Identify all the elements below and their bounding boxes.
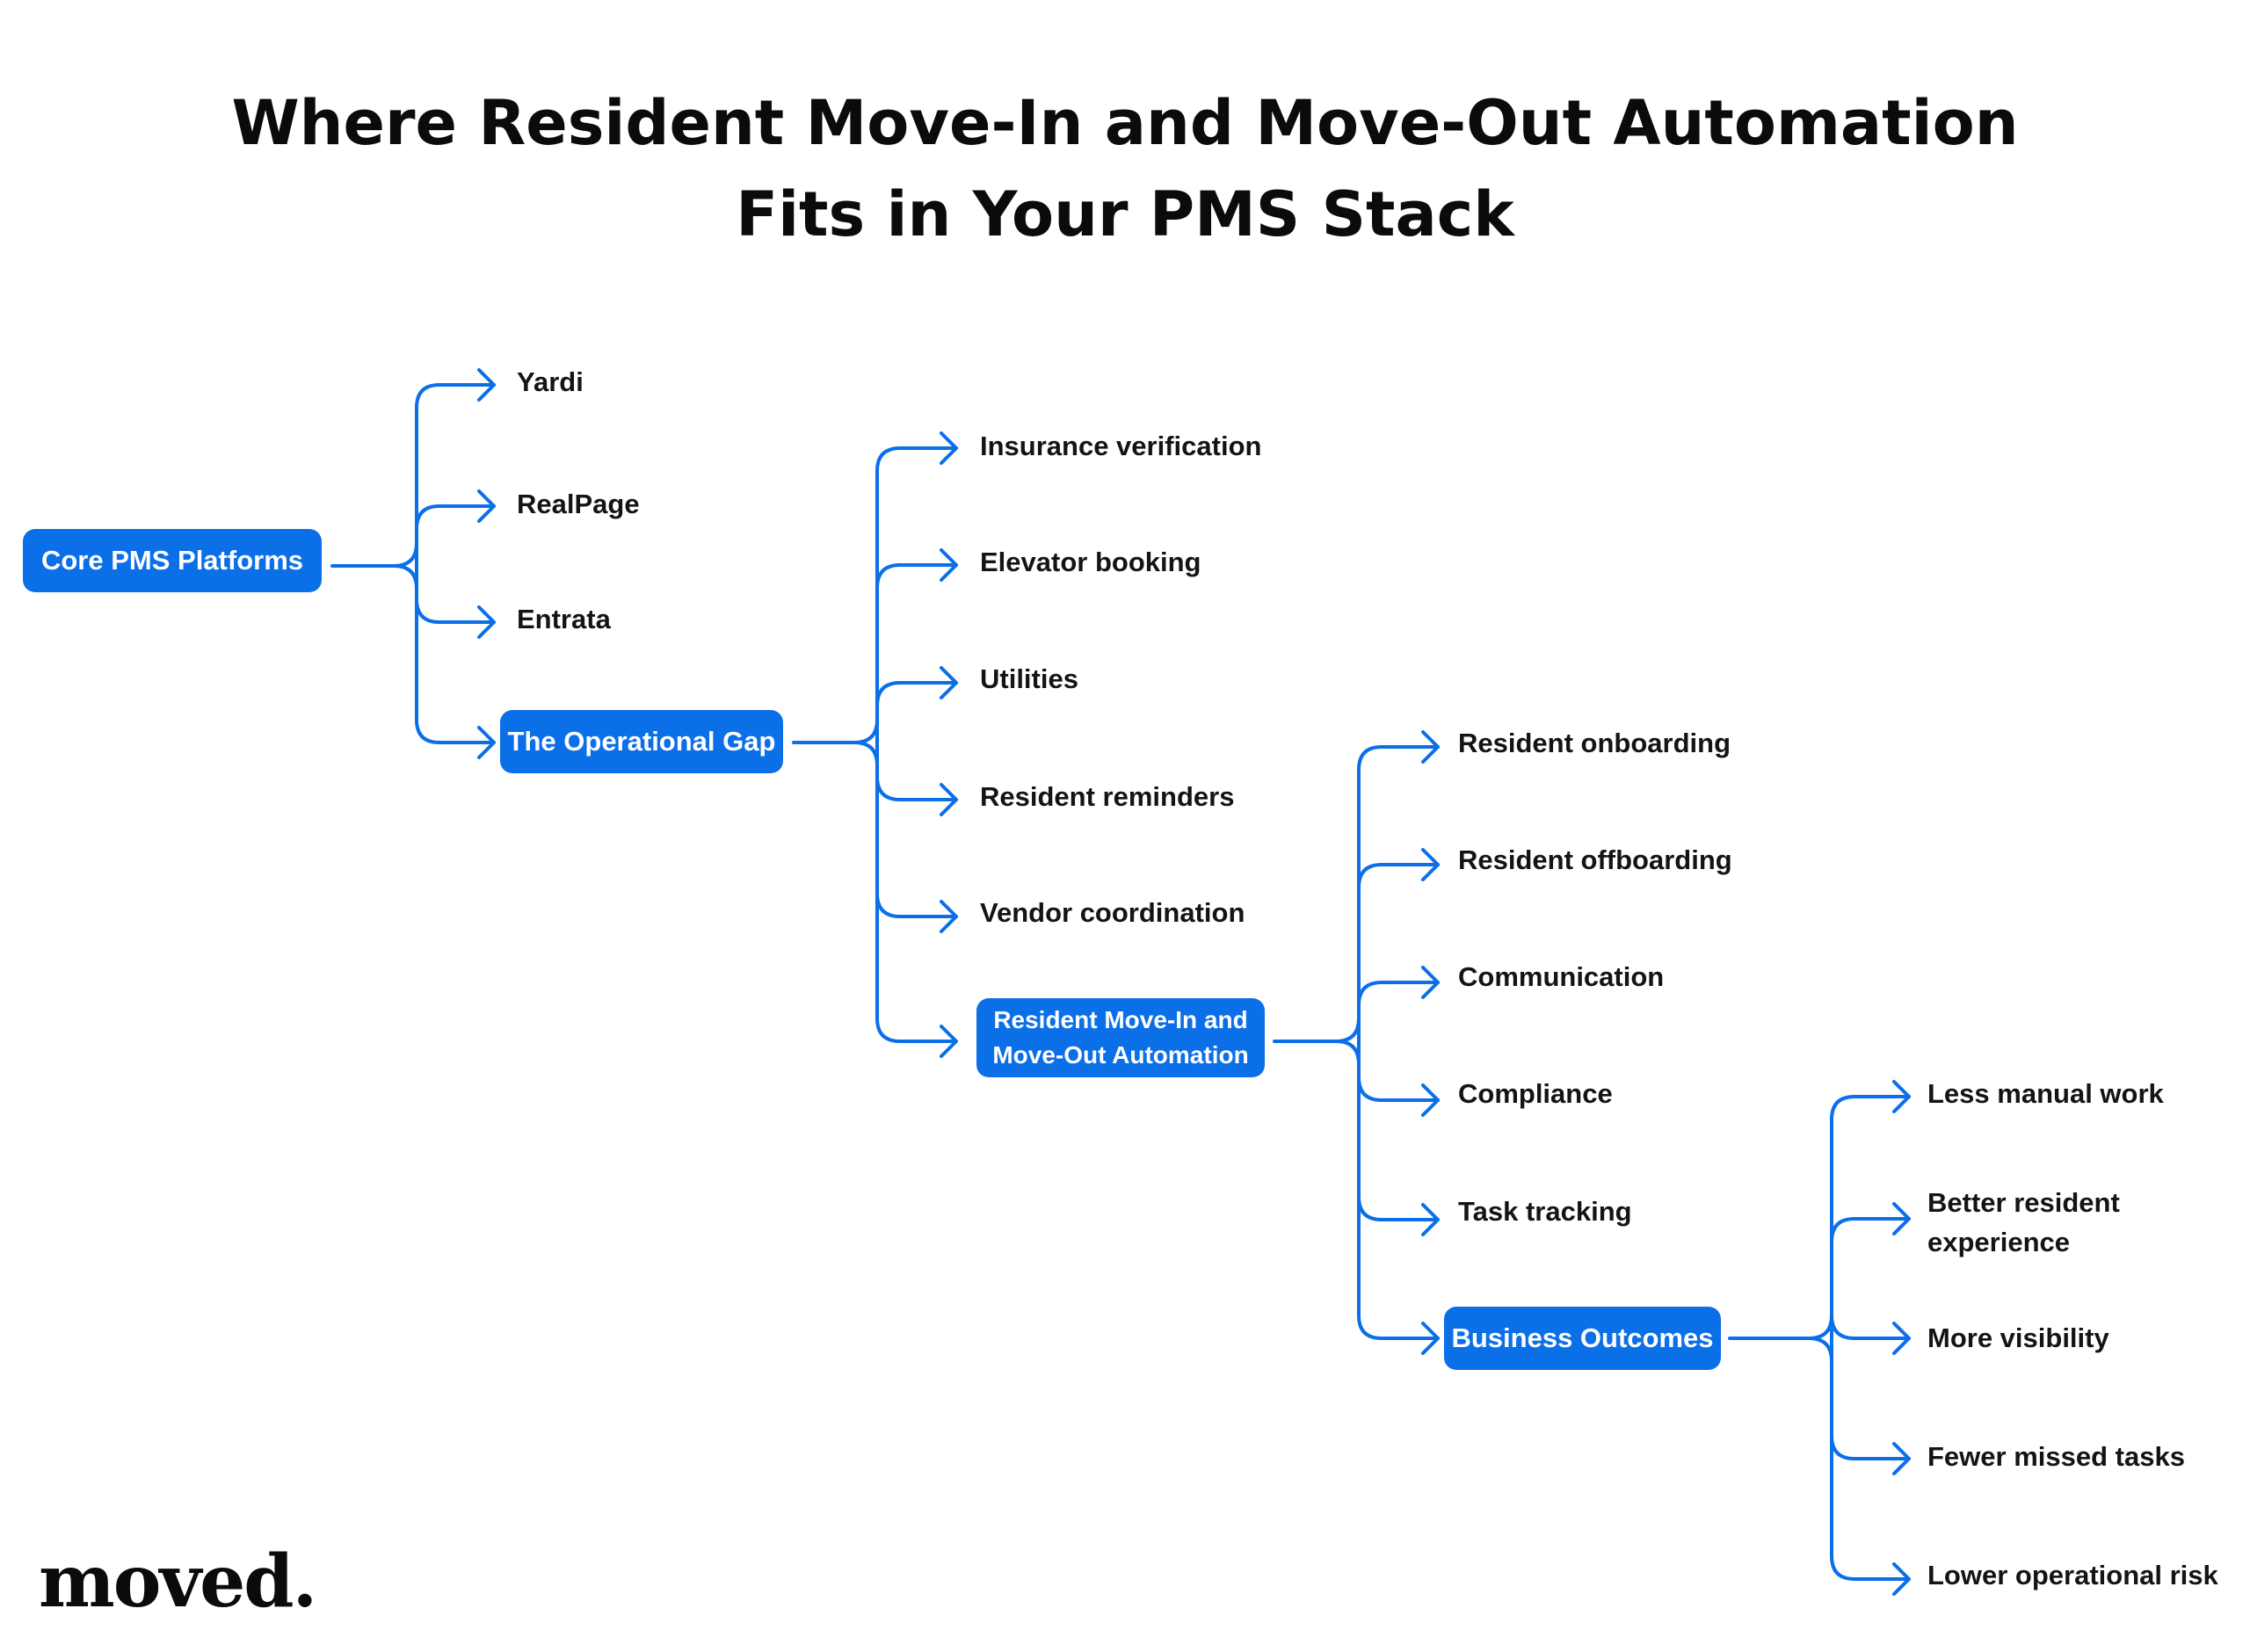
outcomes-bracket-arrow-1 [1892,1202,1911,1235]
core-bracket-branch-curve-0 [415,383,440,409]
leaf-insurance-verification: Insurance verification [980,431,1262,461]
outcomes-bracket-branch-curve-2 [1830,1315,1855,1340]
leaf-compliance: Compliance [1458,1078,1613,1109]
core-bracket-branch-curve-1 [415,504,440,530]
node-label: Business Outcomes [1451,1322,1714,1353]
leaf-resident-reminders: Resident reminders [980,781,1235,812]
automation-bracket-branch-curve-5 [1357,1315,1383,1340]
outcomes-bracket-arrow-3 [1892,1442,1911,1475]
node-label: Core PMS Platforms [40,545,303,576]
gap-bracket-branch-curve-4 [875,893,901,918]
automation-bracket-branch-curve-2 [1357,981,1383,1006]
leaf-better-resident-experience: Better resident experience [1927,1187,2120,1257]
node-core-pms-platforms: Core PMS Platforms [23,529,322,592]
leaf-fewer-missed-tasks: Fewer missed tasks [1927,1441,2185,1472]
node-label: The Operational Gap [507,726,776,757]
gap-bracket-arrow-2 [940,666,958,699]
automation-bracket-arrow-3 [1421,1083,1440,1117]
automation-bracket-branch-curve-0 [1357,745,1383,771]
node-move-in-move-out-automation: Resident Move-In and Move-Out Automation [976,998,1265,1077]
leaf-less-manual-work: Less manual work [1927,1078,2164,1109]
automation-bracket-branch-curve-1 [1357,863,1383,888]
core-bracket-arrow-2 [477,605,496,639]
automation-bracket-curve-up [1335,1018,1361,1043]
automation-bracket-curve-down [1335,1040,1361,1065]
outcomes-bracket-arrow-0 [1892,1080,1911,1113]
moved-logo: moved. [39,1540,317,1624]
core-bracket-branch-curve-3 [415,719,440,744]
outcomes-bracket-curve-up [1808,1315,1833,1340]
gap-bracket-arrow-0 [940,431,958,465]
leaf-lower-operational-risk: Lower operational risk [1927,1560,2218,1590]
gap-bracket-branch-curve-3 [875,776,901,801]
gap-bracket-arrow-1 [940,548,958,582]
core-bracket-arrow-0 [477,368,496,402]
leaf-yardi: Yardi [517,366,584,397]
gap-bracket-branch-curve-5 [875,1018,901,1043]
leaf-resident-offboarding: Resident offboarding [1458,844,1732,875]
core-bracket-arrow-1 [477,489,496,523]
gap-bracket-branch-curve-1 [875,563,901,589]
leaf-realpage: RealPage [517,489,640,519]
leaf-resident-onboarding: Resident onboarding [1458,728,1731,758]
core-bracket-curve-up [393,542,418,568]
outcomes-bracket-branch-curve-0 [1830,1095,1855,1120]
gap-bracket-branch-curve-0 [875,446,901,472]
automation-bracket-arrow-2 [1421,966,1440,999]
outcomes-bracket-branch-curve-4 [1830,1555,1855,1581]
leaf-more-visibility: More visibility [1927,1322,2109,1353]
outcomes-bracket-branch-curve-3 [1830,1435,1855,1460]
page-title: Where Resident Move-In and Move-Out Auto… [0,77,2250,260]
leaf-elevator-booking: Elevator booking [980,547,1201,577]
automation-bracket-arrow-1 [1421,848,1440,881]
core-bracket-curve-down [393,564,418,590]
node-label-line-1: Resident Move-In and [993,1006,1248,1033]
gap-bracket-arrow-4 [940,900,958,933]
core-bracket-arrow-3 [477,726,496,759]
leaf-vendor-coordination: Vendor coordination [980,897,1245,928]
gap-bracket-arrow-3 [940,783,958,816]
gap-bracket-curve-up [853,719,879,744]
leaf-utilities: Utilities [980,663,1078,694]
outcomes-bracket-arrow-2 [1892,1322,1911,1355]
gap-bracket-branch-curve-2 [875,681,901,706]
node-label-line-2: Move-Out Automation [992,1041,1249,1069]
automation-bracket-arrow-4 [1421,1203,1440,1236]
automation-bracket-branch-curve-3 [1357,1076,1383,1102]
outcomes-bracket-branch-curve-1 [1830,1217,1855,1243]
automation-bracket-branch-curve-4 [1357,1196,1383,1221]
core-bracket-branch-curve-2 [415,598,440,624]
automation-bracket-arrow-0 [1421,730,1440,764]
outcomes-bracket-curve-down [1808,1337,1833,1362]
automation-bracket-arrow-5 [1421,1322,1440,1355]
title-line-1: Where Resident Move-In and Move-Out Auto… [231,87,2019,159]
leaf-entrata: Entrata [517,604,611,634]
gap-bracket-curve-down [853,741,879,766]
outcomes-bracket-arrow-4 [1892,1562,1911,1596]
leaf-task-tracking: Task tracking [1458,1196,1632,1227]
gap-bracket-arrow-5 [940,1025,958,1058]
title-line-2: Fits in Your PMS Stack [736,178,1514,250]
node-business-outcomes: Business Outcomes [1444,1307,1721,1370]
node-operational-gap: The Operational Gap [500,710,783,773]
leaf-communication: Communication [1458,961,1665,992]
